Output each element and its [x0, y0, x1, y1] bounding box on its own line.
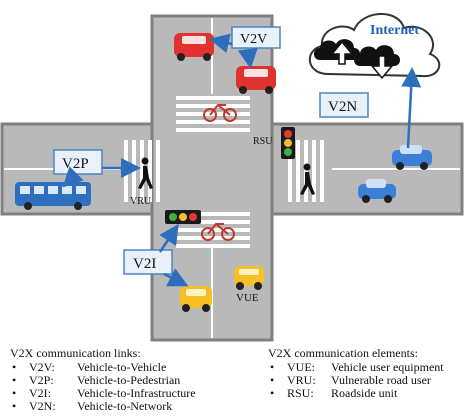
- v2i-label: V2I: [133, 256, 156, 272]
- legend-element-item: RSU:Roadside unit: [268, 387, 444, 401]
- download-arrow-icon: [370, 55, 394, 80]
- internet-label: Internet: [370, 23, 419, 38]
- v2n-label-box: [319, 92, 369, 118]
- pedestrian-right: [300, 163, 315, 195]
- v2p-label: V2P: [62, 156, 89, 172]
- crosswalk-right: [288, 140, 324, 202]
- crosswalk-top: [176, 96, 250, 132]
- arrow-v2i-2: [163, 268, 189, 287]
- communication-arrows: [62, 33, 422, 287]
- arrow-v2n: [401, 67, 422, 149]
- v2i-label-box: [123, 249, 173, 275]
- arrow-v2i-1: [158, 223, 179, 253]
- car-red-1: [174, 33, 214, 61]
- legend-element-item: VRU:Vulnerable road user: [268, 374, 444, 388]
- legend-elements-title: V2X communication elements:: [268, 346, 418, 360]
- arrow-v2v-1: [209, 33, 233, 54]
- bicycle-top: [203, 103, 237, 122]
- legend-links: V2X communication links: V2V:Vehicle-to-…: [10, 346, 196, 414]
- legend-link-item: V2I:Vehicle-to-Infrastructure: [10, 387, 196, 401]
- v2n-label: V2N: [328, 99, 357, 115]
- bicycle-bottom: [201, 222, 235, 241]
- car-blue-1: [392, 145, 432, 170]
- vue-label: VUE: [236, 292, 259, 304]
- car-yellow-1: [180, 286, 212, 312]
- vru-label: VRU: [130, 196, 152, 207]
- car-blue-2: [358, 179, 396, 203]
- intersection-fill: [153, 125, 271, 213]
- upload-arrow-icon: [330, 40, 354, 65]
- legend-elements: V2X communication elements: VUE:Vehicle …: [268, 346, 444, 401]
- traffic-light-rsu: [281, 127, 295, 159]
- legend-link-item: V2V:Vehicle-to-Vehicle: [10, 361, 196, 375]
- pedestrian-left: [138, 157, 153, 189]
- cloud-icon: [314, 39, 400, 66]
- car-yellow-2: [234, 266, 264, 290]
- arrow-v2v-2: [237, 47, 258, 69]
- legend-link-item: V2N:Vehicle-to-Network: [10, 400, 196, 414]
- traffic-light-v2i: [165, 210, 201, 224]
- bus: [15, 182, 91, 210]
- legend-link-item: V2P:Vehicle-to-Pedestrian: [10, 374, 196, 388]
- car-red-2: [236, 66, 276, 94]
- rsu-label: RSU: [253, 136, 273, 147]
- legend-links-title: V2X communication links:: [10, 346, 141, 360]
- internet-cloud: [308, 13, 441, 80]
- legend-element-item: VUE:Vehicle user equipment: [268, 361, 444, 375]
- arrow-v2p-2: [62, 166, 84, 188]
- v2v-label: V2V: [240, 32, 267, 47]
